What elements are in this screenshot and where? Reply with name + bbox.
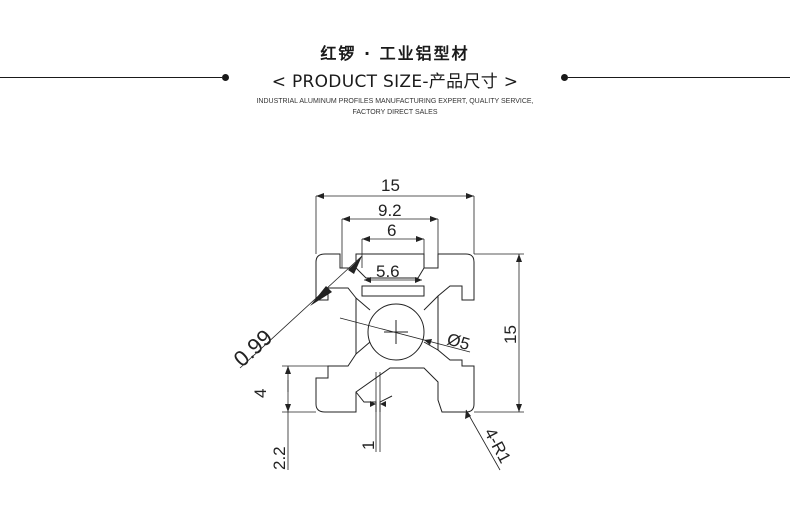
arrow-slot-opening-left	[362, 236, 370, 242]
label-slot-depth: 4	[251, 389, 270, 398]
center-hole	[367, 303, 425, 361]
arrow-height-bottom	[516, 404, 522, 412]
inner-web	[355, 295, 439, 355]
arrow-width-right	[466, 193, 474, 199]
brand-title: 红锣 · 工业铝型材	[320, 44, 470, 63]
arrow-depth-bottom	[285, 404, 291, 412]
arrow-lip-left	[370, 401, 376, 407]
arrow-diagonal-lower	[310, 286, 332, 306]
arrow-diagonal-upper	[348, 256, 362, 274]
arrow-slot-outer-left	[342, 216, 350, 222]
label-overall-height: 15	[501, 325, 520, 344]
label-wall-thickness: 2.2	[270, 446, 289, 470]
header-dot-left	[222, 74, 229, 81]
label-overall-width: 15	[381, 176, 400, 195]
label-corner-radius: 4-R1	[480, 425, 514, 466]
arrow-radius-leader	[465, 410, 471, 419]
label-slot-inner: 5.6	[376, 262, 400, 281]
arrow-depth-top	[285, 366, 291, 374]
arrow-lip-right	[380, 401, 386, 407]
label-lip: 1	[359, 441, 378, 450]
label-center-hole: Ø5	[445, 330, 472, 355]
arrow-slot-opening-right	[416, 236, 424, 242]
label-diagonal: 0.99	[229, 324, 278, 371]
arrow-width-left	[316, 193, 324, 199]
dim-hole-leader	[339, 317, 471, 353]
tagline: INDUSTRIAL ALUMINUM PROFILES MANUFACTURI…	[256, 98, 534, 116]
arrow-slot-outer-right	[430, 216, 438, 222]
label-slot-opening: 6	[387, 221, 396, 240]
label-slot-outer-width: 9.2	[378, 201, 402, 220]
bottom-slot	[355, 391, 393, 412]
header-dot-right	[561, 74, 568, 81]
arrow-hole-leader	[424, 339, 432, 345]
arrow-height-top	[516, 254, 522, 262]
product-size-title: < PRODUCT SIZE-产品尺寸 >	[271, 72, 519, 92]
dim-radius-leader	[465, 409, 501, 471]
arrow-slot-inner-left	[364, 277, 371, 283]
header-rule-left	[0, 77, 222, 78]
top-slot-lips	[355, 267, 425, 279]
top-slot-channel	[361, 285, 425, 297]
header-rule-right	[568, 77, 790, 78]
arrow-slot-inner-right	[415, 277, 422, 283]
dim-diagonal-line	[239, 255, 363, 369]
